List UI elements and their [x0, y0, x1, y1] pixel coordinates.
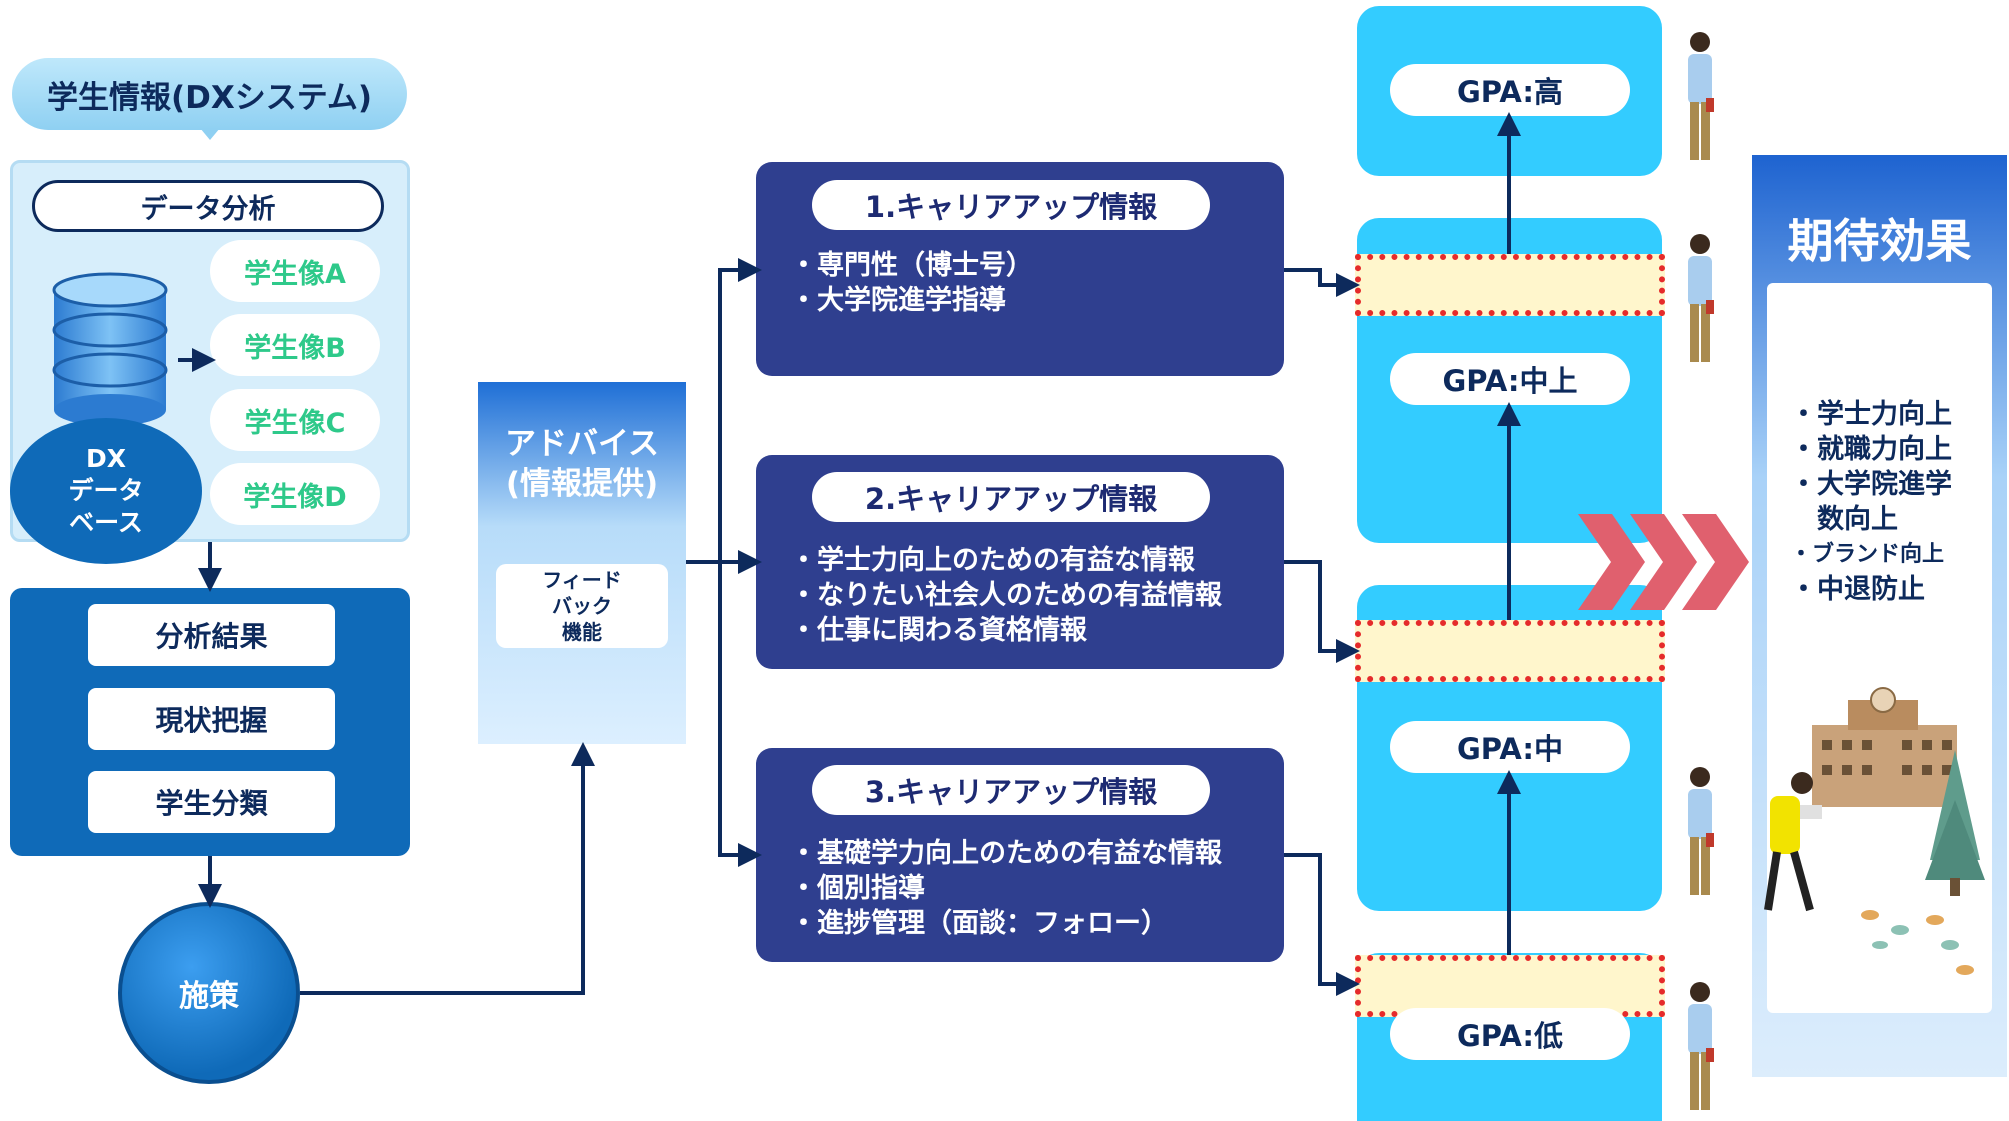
- measures-circle: 施策: [118, 902, 300, 1084]
- career-item: 専門性（博士号）: [790, 248, 1033, 283]
- analysis-result-item: 分析結果: [88, 604, 335, 666]
- entry-band-2: [1355, 620, 1665, 682]
- career-item: 進捗管理（面談：フォロー）: [790, 906, 1222, 941]
- effect-item: 大学院進学: [1790, 467, 1952, 502]
- feedback-line-3: 機能: [562, 620, 602, 644]
- effect-item: 就職力向上: [1790, 432, 1952, 467]
- career-item: 基礎学力向上のための有益な情報: [790, 836, 1222, 871]
- profile-b: 学生像B: [210, 314, 380, 376]
- dx-database-label: DX データ ベース: [10, 418, 202, 564]
- student-classification-item: 学生分類: [88, 771, 335, 833]
- career-title-2: 2.キャリアアップ情報: [812, 472, 1210, 522]
- advice-panel: [478, 382, 686, 744]
- effect-item: 中退防止: [1790, 572, 1952, 607]
- profile-a: 学生像A: [210, 240, 380, 302]
- feedback-line-2: バック: [552, 594, 612, 618]
- gpa-low-label: GPA:低: [1390, 1008, 1630, 1060]
- dx-line-3: ベース: [69, 508, 143, 537]
- gpa-mid-label: GPA:中: [1390, 721, 1630, 773]
- career-list-3: 基礎学力向上のための有益な情報 個別指導 進捗管理（面談：フォロー）: [790, 836, 1222, 941]
- career-title-3: 3.キャリアアップ情報: [812, 765, 1210, 815]
- student-figure-icon: [1688, 32, 1714, 1110]
- career-item: なりたい社会人のための有益情報: [790, 578, 1222, 613]
- entry-band-1: [1355, 254, 1665, 316]
- title-pointer: [200, 128, 220, 140]
- advice-title-line1: アドバイス: [504, 426, 660, 462]
- current-status-item: 現状把握: [88, 688, 335, 750]
- expected-effects-title: 期待効果: [1787, 214, 1972, 268]
- dx-line-1: DX: [85, 444, 127, 473]
- effect-item: ブランド向上: [1790, 537, 1952, 572]
- career-item: 学士力向上のための有益な情報: [790, 543, 1222, 578]
- feedback-function-box: フィード バック 機能: [496, 564, 668, 648]
- profile-c: 学生像C: [210, 389, 380, 451]
- career-item: 個別指導: [790, 871, 1222, 906]
- effect-item-cont: 数向上: [1817, 504, 1898, 535]
- career-list-1: 専門性（博士号） 大学院進学指導: [790, 248, 1033, 318]
- student-info-title: 学生情報(DXシステム): [12, 58, 407, 130]
- effect-item: 学士力向上: [1790, 397, 1952, 432]
- dx-line-2: データ: [68, 476, 144, 505]
- gpa-high-label: GPA:高: [1390, 64, 1630, 116]
- effect-item: 数向上: [1790, 502, 1952, 537]
- expected-effects-card: [1767, 283, 1992, 1013]
- career-list-2: 学士力向上のための有益な情報 なりたい社会人のための有益情報 仕事に関わる資格情…: [790, 543, 1222, 648]
- career-item: 仕事に関わる資格情報: [790, 613, 1222, 648]
- advice-title: アドバイス (情報提供): [478, 424, 686, 504]
- advice-title-line2: (情報提供): [505, 466, 659, 502]
- data-analysis-label: データ分析: [32, 180, 384, 232]
- gpa-upper-mid-label: GPA:中上: [1390, 353, 1630, 405]
- expected-effects-list: 学士力向上 就職力向上 大学院進学 数向上 ブランド向上 中退防止: [1790, 397, 1952, 607]
- career-title-1: 1.キャリアアップ情報: [812, 180, 1210, 230]
- career-item: 大学院進学指導: [790, 283, 1033, 318]
- profile-d: 学生像D: [210, 463, 380, 525]
- feedback-line-1: フィード: [542, 568, 622, 592]
